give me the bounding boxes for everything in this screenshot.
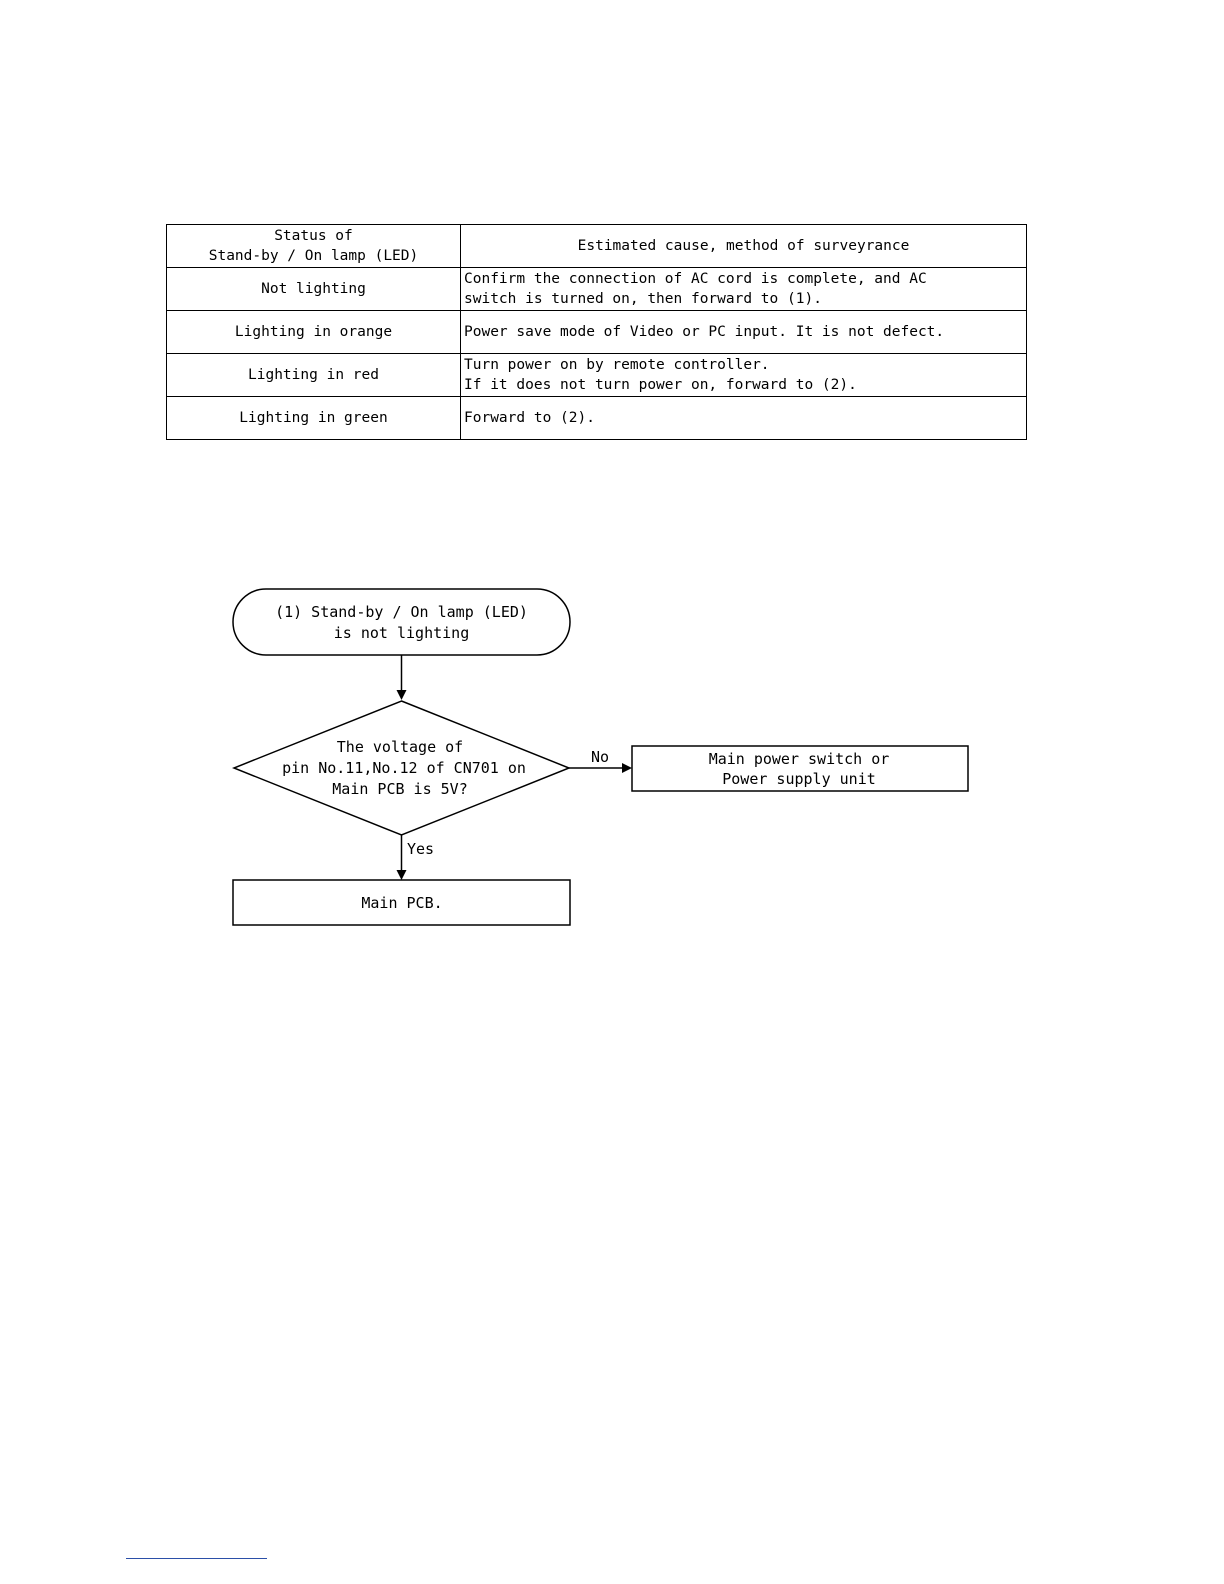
table-header-row: Status of Stand-by / On lamp (LED) Estim…	[166, 224, 1027, 268]
header-status: Status of Stand-by / On lamp (LED)	[166, 224, 461, 268]
yes-result-box	[232, 879, 571, 926]
decision-text-line: pin No.11,No.12 of CN701 on	[282, 759, 526, 777]
arrowhead-icon	[622, 763, 632, 773]
cause-line: switch is turned on, then forward to (1)…	[464, 291, 822, 307]
status-cell: Lighting in green	[166, 396, 461, 440]
yes-result-text: Main PCB.	[361, 894, 442, 912]
status-cell: Lighting in orange	[166, 310, 461, 354]
no-result-text-line: Power supply unit	[722, 770, 876, 788]
led-status-table: Status of Stand-by / On lamp (LED) Estim…	[166, 224, 1027, 440]
decision-diamond	[231, 700, 572, 836]
no-label: No	[591, 748, 609, 766]
header-status-line: Status of	[274, 228, 353, 244]
start-text-line: is not lighting	[334, 624, 469, 642]
decision-text-line: Main PCB is 5V?	[332, 780, 467, 798]
yes-label: Yes	[407, 840, 434, 858]
cause-line: Forward to (2).	[464, 410, 595, 426]
header-status-line: Stand-by / On lamp (LED)	[208, 248, 419, 264]
no-result-text-line: Main power switch or	[709, 750, 890, 768]
cause-line: Confirm the connection of AC cord is com…	[464, 271, 927, 287]
start-terminator	[232, 588, 571, 656]
cause-line: If it does not turn power on, forward to…	[464, 377, 857, 393]
status-cell: Not lighting	[166, 267, 461, 311]
cause-cell: Confirm the connection of AC cord is com…	[460, 267, 1027, 311]
cause-line: Turn power on by remote controller.	[464, 357, 770, 373]
header-cause: Estimated cause, method of surveyrance	[460, 224, 1027, 268]
table-row: Not lighting Confirm the connection of A…	[166, 267, 1027, 311]
cause-cell: Turn power on by remote controller. If i…	[460, 353, 1027, 397]
status-cell: Lighting in red	[166, 353, 461, 397]
no-result-box	[631, 745, 969, 792]
cause-cell: Forward to (2).	[460, 396, 1027, 440]
start-text-line: (1) Stand-by / On lamp (LED)	[275, 603, 528, 621]
table-row: Lighting in red Turn power on by remote …	[166, 353, 1027, 397]
arrowhead-icon	[396, 870, 407, 880]
table-row: Lighting in orange Power save mode of Vi…	[166, 310, 1027, 354]
table-row: Lighting in green Forward to (2).	[166, 396, 1027, 440]
decision-text-line: The voltage of	[337, 738, 463, 756]
cause-cell: Power save mode of Video or PC input. It…	[460, 310, 1027, 354]
cause-line: Power save mode of Video or PC input. It…	[464, 324, 945, 340]
arrowhead-icon	[396, 690, 407, 700]
footer-rule	[126, 1558, 267, 1559]
